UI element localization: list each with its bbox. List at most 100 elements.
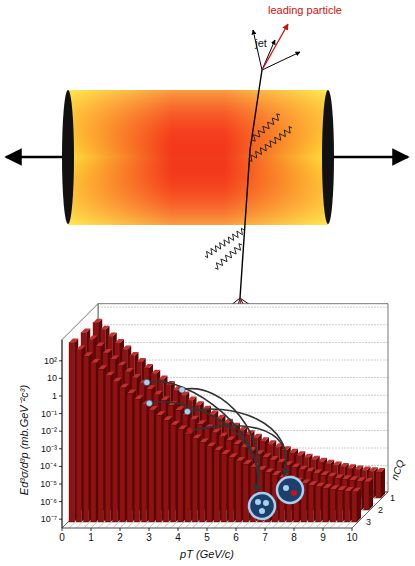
hadron bbox=[249, 493, 275, 519]
recombination-arrow bbox=[147, 381, 258, 492]
quark-marker bbox=[187, 427, 193, 433]
gluon-line bbox=[205, 228, 244, 258]
bar-top bbox=[337, 486, 346, 490]
bar-top bbox=[376, 468, 385, 472]
bar-top bbox=[115, 339, 124, 343]
axis-label: 0 bbox=[59, 533, 65, 543]
bar-top bbox=[299, 466, 308, 470]
tick bbox=[178, 528, 179, 531]
bar-side bbox=[369, 478, 373, 510]
bar-top bbox=[311, 456, 320, 460]
bar-top bbox=[328, 473, 337, 477]
bar-top bbox=[175, 406, 184, 410]
bar-top bbox=[277, 459, 286, 463]
bar bbox=[76, 349, 81, 522]
bar bbox=[243, 464, 248, 522]
tick bbox=[59, 484, 62, 485]
tick bbox=[59, 360, 62, 361]
axis-label: 10⁻⁷ bbox=[41, 515, 57, 524]
bar-top bbox=[306, 468, 315, 472]
axis-label: 10⁻⁵ bbox=[40, 480, 57, 489]
bar-top bbox=[335, 474, 344, 478]
axis-label: 10⁻² bbox=[41, 427, 57, 436]
bar-top bbox=[349, 476, 358, 480]
bar bbox=[330, 489, 335, 522]
recombination-arrow bbox=[149, 402, 258, 492]
bar-top bbox=[265, 469, 274, 473]
bar-top bbox=[320, 471, 329, 475]
bar bbox=[345, 491, 350, 522]
bar-top bbox=[316, 483, 325, 487]
grid-line bbox=[98, 307, 388, 308]
bar-top bbox=[105, 372, 114, 376]
bar bbox=[200, 443, 205, 522]
leading-particle-label: leading particle bbox=[268, 5, 342, 16]
bar-top bbox=[100, 326, 109, 330]
bar-top bbox=[134, 395, 143, 399]
axis-label: 10⁻¹ bbox=[41, 409, 57, 418]
bar-top bbox=[158, 375, 167, 379]
axis-label: 8 bbox=[291, 533, 297, 543]
bar-top bbox=[243, 460, 252, 464]
axis-label: 1 bbox=[88, 533, 94, 543]
bar-top bbox=[137, 358, 146, 362]
grid-line bbox=[98, 342, 388, 343]
bar-top bbox=[84, 352, 93, 356]
quark-marker bbox=[179, 387, 185, 393]
bar bbox=[163, 420, 168, 522]
bar bbox=[127, 394, 132, 522]
bar-top bbox=[303, 454, 312, 458]
bar-top bbox=[190, 416, 199, 420]
bar-top bbox=[340, 463, 349, 467]
quark-marker bbox=[146, 400, 152, 406]
bar bbox=[84, 356, 89, 522]
bar-top bbox=[110, 355, 119, 359]
bar-top bbox=[156, 411, 165, 415]
bar-top bbox=[221, 450, 230, 454]
bar bbox=[192, 438, 197, 522]
quark-dot bbox=[259, 508, 265, 514]
bar-top bbox=[127, 390, 136, 394]
bar bbox=[105, 376, 110, 522]
axis-label: 4 bbox=[175, 533, 181, 543]
bar bbox=[171, 425, 176, 522]
bar-top bbox=[270, 456, 279, 460]
tick bbox=[59, 519, 62, 520]
bar bbox=[113, 382, 118, 522]
tick bbox=[323, 528, 324, 531]
bar bbox=[98, 369, 103, 522]
axis-label: 7 bbox=[262, 533, 268, 543]
tick bbox=[62, 528, 63, 531]
bar-top bbox=[76, 345, 85, 349]
bar-top bbox=[209, 410, 218, 414]
axis-label: 9 bbox=[320, 533, 326, 543]
tick bbox=[59, 448, 62, 449]
bar-top bbox=[267, 440, 276, 444]
bar bbox=[149, 410, 154, 522]
bar-top bbox=[236, 457, 245, 461]
bar bbox=[142, 405, 147, 522]
axis-label: 10 bbox=[47, 374, 57, 383]
bar-top bbox=[332, 461, 341, 465]
grid-line bbox=[98, 324, 388, 325]
bar-top bbox=[212, 429, 221, 433]
bar-top bbox=[122, 346, 131, 350]
bar-top bbox=[357, 477, 366, 481]
bar-top bbox=[364, 478, 373, 482]
bar-top bbox=[200, 439, 209, 443]
bar bbox=[316, 487, 321, 522]
bar-top bbox=[369, 467, 378, 471]
bar-top bbox=[289, 449, 298, 453]
quark-marker bbox=[144, 379, 150, 385]
bar-top bbox=[81, 329, 90, 333]
bar bbox=[91, 363, 96, 522]
bar-top bbox=[96, 342, 105, 346]
bar bbox=[69, 343, 74, 522]
hadron bbox=[277, 477, 303, 503]
bar bbox=[156, 415, 161, 522]
axis-label: 1 bbox=[52, 392, 57, 401]
bar-top bbox=[226, 437, 235, 441]
bar-top bbox=[291, 464, 300, 468]
bar-top bbox=[154, 391, 163, 395]
tick bbox=[59, 378, 62, 379]
